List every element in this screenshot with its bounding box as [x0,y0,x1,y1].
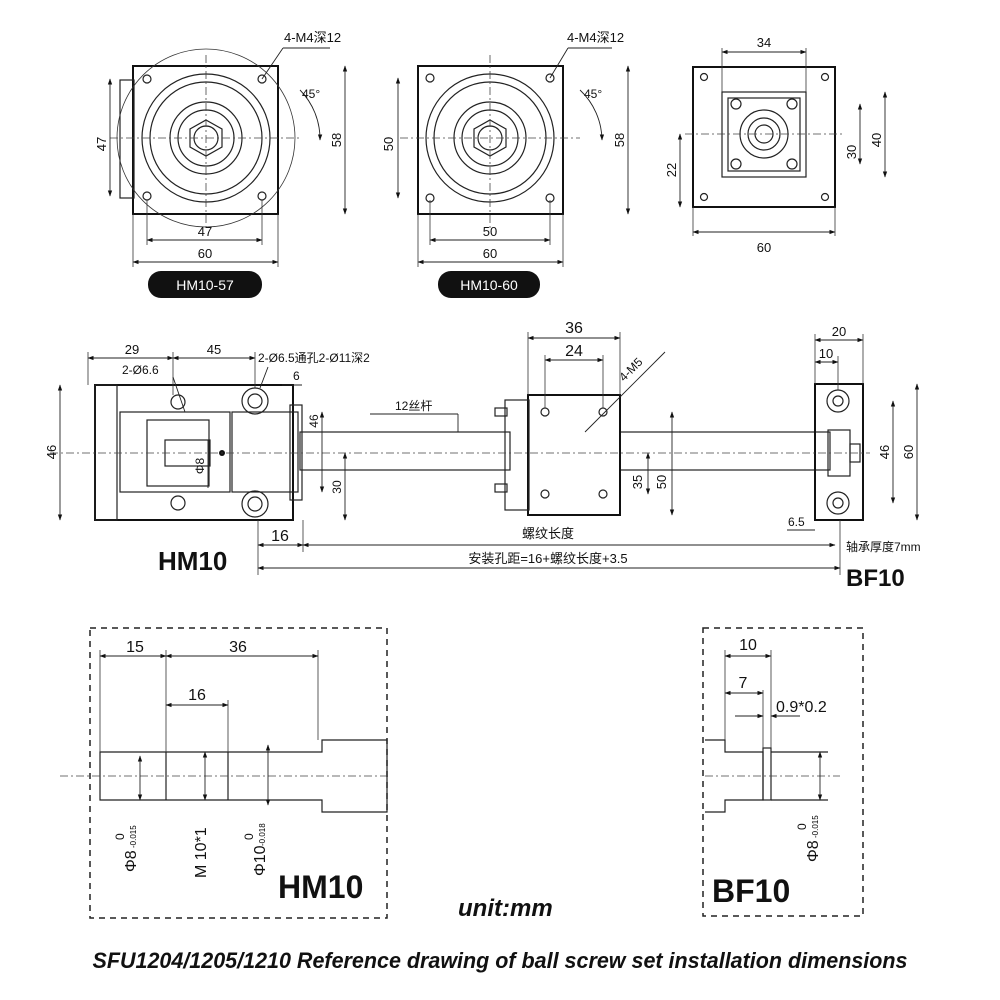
tag-hm10-57: HM10-57 [176,277,234,293]
bf10-top-view: 34 22 30 40 60 [664,35,888,255]
dim-right-outer: 40 [869,133,884,147]
groove-dim: 0.9*0.2 [776,699,827,716]
tol-phi8-lower: -0.015 [129,825,138,848]
dim-top: 34 [757,35,771,50]
detail-hm10: 15 36 16 Φ8 0 -0.015 M 10*1 Φ10 0 -0.018… [60,627,390,919]
hm10-60-view: 4-M4深12 45° 50 58 50 60 HM10-60 [381,30,631,298]
angle-label: 45° [302,87,320,101]
dim-35: 35 [630,475,645,489]
dim-left: 47 [94,137,109,151]
dim-outer-width: 60 [483,246,497,261]
dim-50: 50 [654,475,669,489]
detail-label: BF10 [712,873,790,909]
thread-length: 螺纹长度 [522,526,574,541]
hm10-label: HM10 [158,546,227,576]
dim-16: 16 [188,687,206,704]
dim-outer-width: 60 [198,246,212,261]
tol-phi10-upper: 0 [242,833,256,840]
caption: SFU1204/1205/1210 Reference drawing of b… [93,948,908,973]
dim-left: 22 [664,163,679,177]
dim-10: 10 [819,346,833,361]
hm10-57-view: 4-M4深12 45° 47 58 47 60 HM10-57 [94,30,348,298]
dim-10: 10 [739,637,757,654]
dim-46-left: 46 [44,445,59,459]
diam-phi10: Φ10 [252,845,269,876]
tol-phi8-lower: -0.015 [811,815,820,838]
dim-phi8: Φ8 [193,458,207,475]
assembly-view: 29 45 2-Ø6.6 2-Ø6.5通孔2-Ø11深2 6 46 46 30 … [44,320,921,592]
hole-note: 4-M4深12 [284,30,341,45]
angle-label: 45° [584,87,602,101]
hole-b: 2-Ø6.5通孔2-Ø11深2 [258,351,370,365]
dim-right-inner: 30 [844,145,859,159]
dim-30: 30 [330,480,344,494]
dim-inner-width: 50 [483,224,497,239]
tol-phi10-lower: -0.018 [258,823,267,846]
dim-46-right: 46 [877,445,892,459]
tag-hm10-60: HM10-60 [460,277,518,293]
dim-15: 15 [126,639,144,656]
dim-bottom: 60 [757,240,771,255]
dim-left: 50 [381,137,396,151]
unit-label: unit:mm [458,895,553,922]
dim-20: 20 [832,324,846,339]
bf10-label: BF10 [846,565,905,592]
dim-24: 24 [565,343,583,360]
dim-6-5: 6.5 [788,515,805,529]
hole-note: 4-M4深12 [567,30,624,45]
detail-bf10: 10 7 0.9*0.2 Φ8 0 -0.015 BF10 [702,627,864,917]
dim-60: 60 [901,445,916,459]
dim-16: 16 [271,528,289,545]
bearing-note: 轴承厚度7mm [846,539,921,554]
dim-right: 58 [612,133,627,147]
diam-m10: M 10*1 [193,827,210,878]
screw-label: 12丝杆 [395,399,432,413]
dim-29: 29 [125,342,139,357]
tol-phi8-upper: 0 [113,833,127,840]
diam-phi8: Φ8 [805,840,822,862]
dim-45: 45 [207,342,221,357]
tol-phi8-upper: 0 [795,823,809,830]
hole-a: 2-Ø6.6 [122,363,159,377]
diam-phi8: Φ8 [123,850,140,872]
dim-right: 58 [329,133,344,147]
m5-label: 4-M5 [616,355,645,384]
dim-36: 36 [565,320,583,337]
mount-formula: 安装孔距=16+螺纹长度+3.5 [468,551,627,566]
dim-6: 6 [293,369,300,383]
dim-46-mid: 46 [307,414,321,428]
detail-label: HM10 [278,869,363,905]
dim-inner-width: 47 [198,224,212,239]
dim-7: 7 [739,675,748,692]
dim-36: 36 [229,639,247,656]
